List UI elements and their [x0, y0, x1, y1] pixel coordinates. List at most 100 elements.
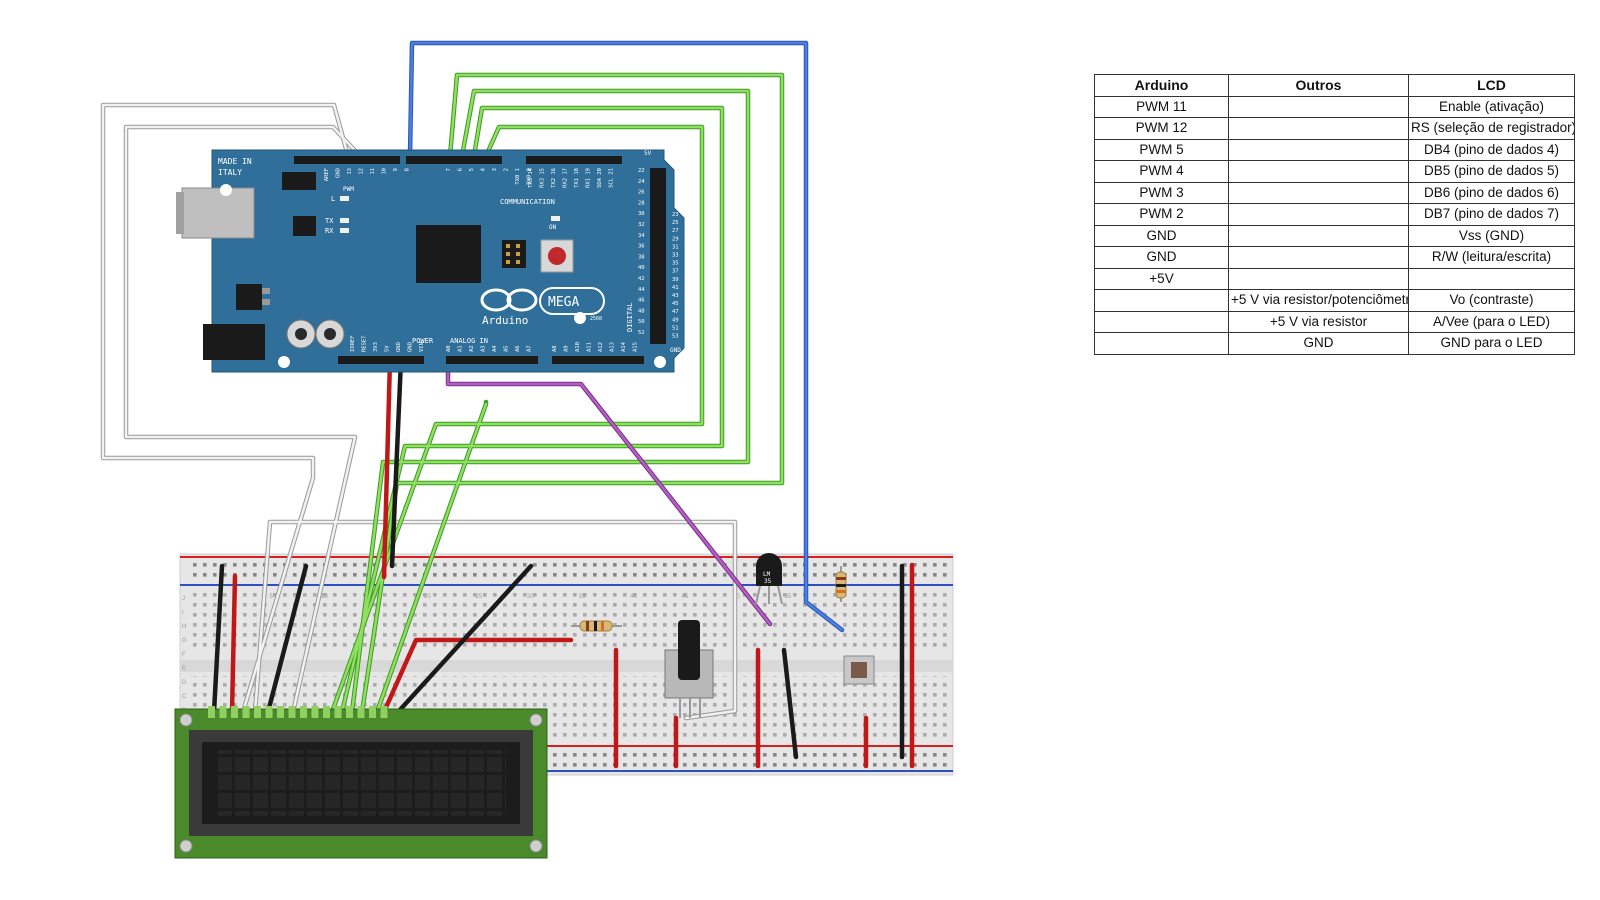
pin-label: SDA 20 [597, 168, 603, 188]
sensor-label-2: 35 [764, 578, 772, 585]
breadboard-column-label: 20 [424, 594, 431, 600]
cell-outros [1228, 203, 1409, 226]
lcd-pin [300, 706, 307, 718]
digital-pin-label: 49 [672, 317, 679, 323]
breadboard-column-label: 40 [630, 594, 637, 600]
cell-outros [1228, 95, 1409, 118]
digital-pin-label: 31 [672, 244, 679, 250]
cell-lcd: DB5 (pino de dados 5) [1408, 160, 1575, 183]
table-body: PWM 11 Enable (ativação) PWM 12 RS (seleção… [1094, 95, 1575, 355]
digital-pin-label: 47 [672, 309, 679, 315]
pin-label: A8 [552, 345, 558, 352]
header-lcd: LCD [1408, 74, 1575, 97]
breadboard-column-label: 30 [527, 594, 534, 600]
breadboard-column-label: 25 [476, 594, 483, 600]
lcd-pin [334, 706, 342, 718]
lcd-pin [311, 706, 319, 718]
digital-pin-label: 53 [672, 334, 679, 340]
pin-label: A1 [458, 345, 464, 352]
pin-label: A13 [610, 342, 616, 352]
pin-label: 11 [370, 168, 376, 175]
cell-outros [1228, 224, 1409, 247]
digital-pin-label: 50 [638, 319, 645, 325]
pin-label: A4 [492, 345, 498, 352]
digital-pin-label: 36 [638, 244, 645, 250]
digital-pin-label: 25 [672, 220, 679, 226]
cell-outros: +5 V via resistor [1228, 310, 1409, 333]
cell-arduino [1094, 310, 1229, 333]
cell-arduino: PWM 5 [1094, 138, 1229, 161]
cell-lcd: DB4 (pino de dados 4) [1408, 138, 1575, 161]
digital-pin-label: 52 [638, 330, 645, 336]
cell-arduino: +5V [1094, 267, 1229, 290]
breadboard-column-label: 15 [373, 594, 380, 600]
cell-lcd: A/Vee (para o LED) [1408, 310, 1575, 333]
pin-label: IOREF [350, 335, 356, 352]
pin-label: TX0 1 [515, 168, 521, 185]
cell-lcd: R/W (leitura/escrita) [1408, 246, 1575, 269]
pin-label: 9 [393, 168, 399, 171]
cell-arduino: PWM 11 [1094, 95, 1229, 118]
board-digital: DIGITAL [626, 302, 634, 332]
pin-label: A6 [515, 345, 521, 352]
board-led-l: L [331, 195, 335, 203]
board-brand: Arduino [482, 314, 528, 327]
cell-lcd: DB7 (pino de dados 7) [1408, 203, 1575, 226]
pin-label: A3 [481, 345, 487, 352]
pin-label: 8 [405, 168, 411, 171]
pin-label: 7 [446, 168, 452, 171]
pin-label: TX1 18 [574, 168, 580, 188]
board-gnd-right: GND [670, 347, 681, 354]
lcd-pin [369, 706, 376, 718]
pin-label: 3 [492, 168, 498, 171]
header-outros: Outros [1228, 74, 1409, 97]
digital-pin-label: 46 [638, 298, 645, 304]
cell-lcd: Vss (GND) [1408, 224, 1575, 247]
pin-label: 6 [458, 168, 464, 171]
cell-lcd: Enable (ativação) [1408, 95, 1575, 118]
lcd-pin [254, 706, 261, 718]
board-pwm-label: PWM [343, 186, 354, 193]
pin-label: AREF [324, 168, 330, 181]
pin-label: RX2 17 [563, 168, 569, 188]
digital-pin-label: 40 [638, 265, 645, 271]
pin-label: 2 [504, 168, 510, 171]
pin-label: A0 [446, 345, 452, 352]
mcu-chip [416, 225, 481, 283]
cell-outros: +5 V via resistor/potenciômetro [1228, 289, 1409, 312]
digital-pin-label: 37 [672, 269, 679, 275]
digital-pin-label: 41 [672, 285, 679, 291]
breadboard-row-label: H [182, 624, 186, 630]
cell-lcd: RS (seleção de registrador) [1408, 117, 1575, 140]
push-button [843, 655, 875, 685]
board-led-rx: RX [325, 227, 334, 235]
breadboard-row-label: D [182, 680, 187, 686]
pin-label: A2 [469, 345, 475, 352]
pin-label: A9 [564, 345, 570, 352]
cell-arduino: GND [1094, 246, 1229, 269]
pin-label: RX1 19 [586, 168, 592, 188]
board-on-label: ON [549, 224, 557, 231]
digital-pin-label: 30 [638, 211, 645, 217]
table-row: +5V [1094, 267, 1575, 290]
wire-red-pot [381, 637, 574, 715]
pin-label: GND [408, 342, 414, 352]
lcd-16x2 [174, 706, 548, 859]
board-5v-right: 5V [644, 150, 652, 157]
lcd-pin [242, 706, 250, 718]
cell-lcd [1408, 267, 1575, 290]
board-model: MEGA [548, 295, 579, 310]
wire-black-gnd [389, 357, 404, 569]
pin-label: A7 [527, 345, 533, 352]
lcd-pin [208, 706, 215, 718]
pin-label: A15 [633, 342, 639, 352]
cell-arduino: PWM 12 [1094, 117, 1229, 140]
cell-outros: GND [1228, 332, 1409, 355]
breadboard-row-label: I [182, 610, 184, 616]
breadboard-row-label: J [182, 596, 185, 602]
